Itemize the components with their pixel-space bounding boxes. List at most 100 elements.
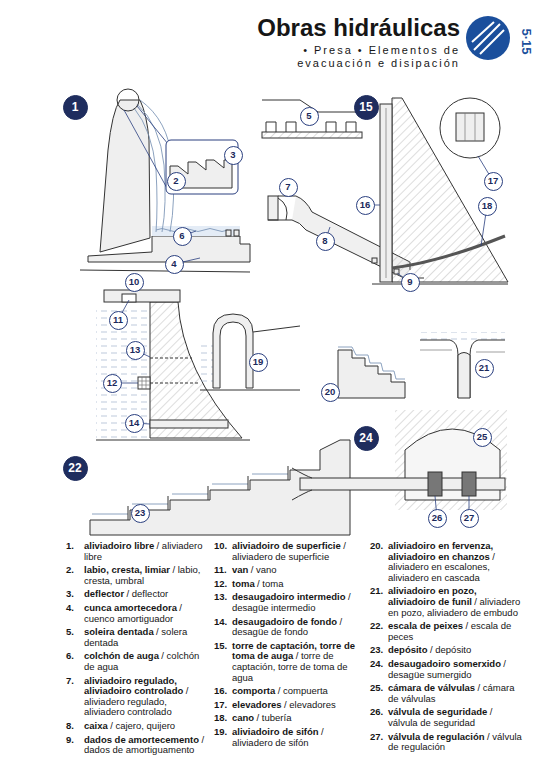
drawing-stroke xyxy=(96,310,148,438)
galician-term: toma xyxy=(232,578,255,589)
callout-number: 8 xyxy=(316,232,335,251)
galician-term: aliviadoiro libre xyxy=(84,540,154,551)
galician-term: desaugadoiro somerxido xyxy=(388,658,501,669)
drawing-stroke xyxy=(365,156,493,246)
galician-term: válvula de regulación xyxy=(388,731,485,742)
galician-term: soleira dentada xyxy=(84,626,154,637)
galician-term: aliviadoiro regulado, aliviadoiro contro… xyxy=(84,675,183,697)
callout-text: 22 xyxy=(68,462,81,474)
galician-term: depósito xyxy=(388,644,428,655)
callout-text: 16 xyxy=(360,200,371,210)
legend-item: 27.válvula de regulación/ válvula de reg… xyxy=(370,732,522,753)
galician-term: válvula de seguridade xyxy=(388,706,487,717)
callout-number: 25 xyxy=(473,428,492,447)
callout-number: 11 xyxy=(109,311,128,330)
item-number: 22. xyxy=(370,621,383,632)
spanish-term: / elevadores xyxy=(284,699,336,710)
callout-number: 2 xyxy=(167,172,186,191)
drawing-stroke xyxy=(466,16,510,60)
callout-number: 9 xyxy=(401,273,420,292)
drawing-stroke xyxy=(420,332,505,340)
callout-number: 7 xyxy=(279,178,298,197)
callout-number: 14 xyxy=(125,414,144,433)
legend-item: 25.cámara de válvulas/ cámara de válvula… xyxy=(370,683,522,704)
galician-term: cámara de válvulas xyxy=(388,682,475,693)
drawing-stroke xyxy=(465,113,475,141)
legend-item: 13.desaugadoiro intermedio/ desagüe inte… xyxy=(214,592,364,613)
drawing-stroke xyxy=(150,358,192,359)
callout-number: 4 xyxy=(165,255,184,274)
intake-tower-figure xyxy=(365,98,508,284)
callout-number: 20 xyxy=(321,383,340,402)
item-number: 21. xyxy=(370,586,383,597)
legend-item: 7. aliviadoiro regulado, aliviadoiro cont… xyxy=(66,676,208,718)
legend-item: 1.aliviadoiro libre/ aliviadero libre xyxy=(66,541,208,562)
legend-item: 2.labio, cresta, limiar/ labio, cresta, … xyxy=(66,565,208,586)
galician-term: cano xyxy=(232,712,254,723)
legend-item: 22.escala de peixes/ escala de peces xyxy=(370,621,522,642)
legend-item: 20.aliviadoiro en fervenza, aliviadoiro … xyxy=(370,541,522,583)
callout-text: 21 xyxy=(479,363,490,373)
legend-column: 20.aliviadoiro en fervenza, aliviadoiro … xyxy=(370,541,522,756)
drawing-stroke xyxy=(262,132,362,138)
drawing-stroke xyxy=(440,98,500,158)
callout-text: 26 xyxy=(432,513,443,523)
drawing-stroke xyxy=(150,420,228,428)
legend-item: 3.deflector/ deflector xyxy=(66,589,208,600)
galician-term: escala de peixes xyxy=(388,620,463,631)
legend-item: 23.depósito/ depósito xyxy=(370,645,522,656)
drawing-stroke xyxy=(226,230,231,236)
item-number: 7. xyxy=(66,676,74,687)
siphon-figure xyxy=(200,314,300,390)
legend-item: 16.comporta/ compuerta xyxy=(214,686,364,697)
galician-term: aliviadoiro de sifón xyxy=(232,726,319,737)
drawing-stroke xyxy=(200,326,300,390)
galician-term: colchón de auga xyxy=(84,650,159,661)
legend-item: 12.toma/ toma xyxy=(214,579,364,590)
legend-item: 5.soleira dentada/ solera dentada xyxy=(66,627,208,648)
drawing-stroke xyxy=(234,230,239,236)
callout-text: 18 xyxy=(482,201,493,211)
drawing-stroke xyxy=(372,258,377,263)
drawing-stroke xyxy=(395,410,507,510)
item-number: 10. xyxy=(214,541,227,552)
item-number: 25. xyxy=(370,683,383,694)
dentated-sill-figure xyxy=(262,100,362,138)
galician-term: aliviadoiro de superficie xyxy=(232,540,341,551)
callout-text: 19 xyxy=(253,357,264,367)
callout-text: 9 xyxy=(407,277,412,287)
callout-number: 18 xyxy=(478,197,497,216)
legend-item: 6.colchón de auga/ colchón de agua xyxy=(66,651,208,672)
item-number: 1. xyxy=(66,541,74,552)
galician-term: desaugadoiro intermedio xyxy=(232,591,346,602)
legend-item: 24.desaugadoiro somerxido/ desagüe sumer… xyxy=(370,659,522,680)
legend-item: 15.torre de captación, torre de toma de … xyxy=(214,641,364,683)
spanish-term: / tubería xyxy=(257,712,292,723)
drawing-stroke xyxy=(420,340,505,398)
drawing-stroke xyxy=(372,284,508,285)
callout-number: 10 xyxy=(125,273,144,292)
legend-item: 18.cano/ tubería xyxy=(214,713,364,724)
callout-text: 12 xyxy=(107,378,118,388)
drawing-stroke xyxy=(278,198,287,220)
drawing-stroke xyxy=(80,270,250,272)
drawing-stroke xyxy=(100,100,150,252)
callout-number: 23 xyxy=(131,504,150,523)
item-number: 20. xyxy=(370,541,383,552)
callout-text: 20 xyxy=(325,387,336,397)
spanish-term: / depósito xyxy=(430,644,471,655)
callout-text: 6 xyxy=(179,231,184,241)
dam-outlets-figure xyxy=(96,290,250,440)
spanish-term: / toma xyxy=(257,578,283,589)
stepped-spillway-figure xyxy=(338,347,405,398)
item-number: 6. xyxy=(66,651,74,662)
drawing-stroke xyxy=(472,22,504,54)
page-title: Obras hidráulicas xyxy=(257,14,460,42)
callout-text: 1 xyxy=(72,101,79,113)
drawing-stroke xyxy=(92,474,288,514)
callout-text: 17 xyxy=(488,176,499,186)
galician-term: cunca amortecedora xyxy=(84,602,177,613)
callout-number: 24 xyxy=(354,426,379,451)
galician-term: van xyxy=(232,564,248,575)
subtitle: • Presa • Elementos de evacuación e disi… xyxy=(255,44,460,70)
